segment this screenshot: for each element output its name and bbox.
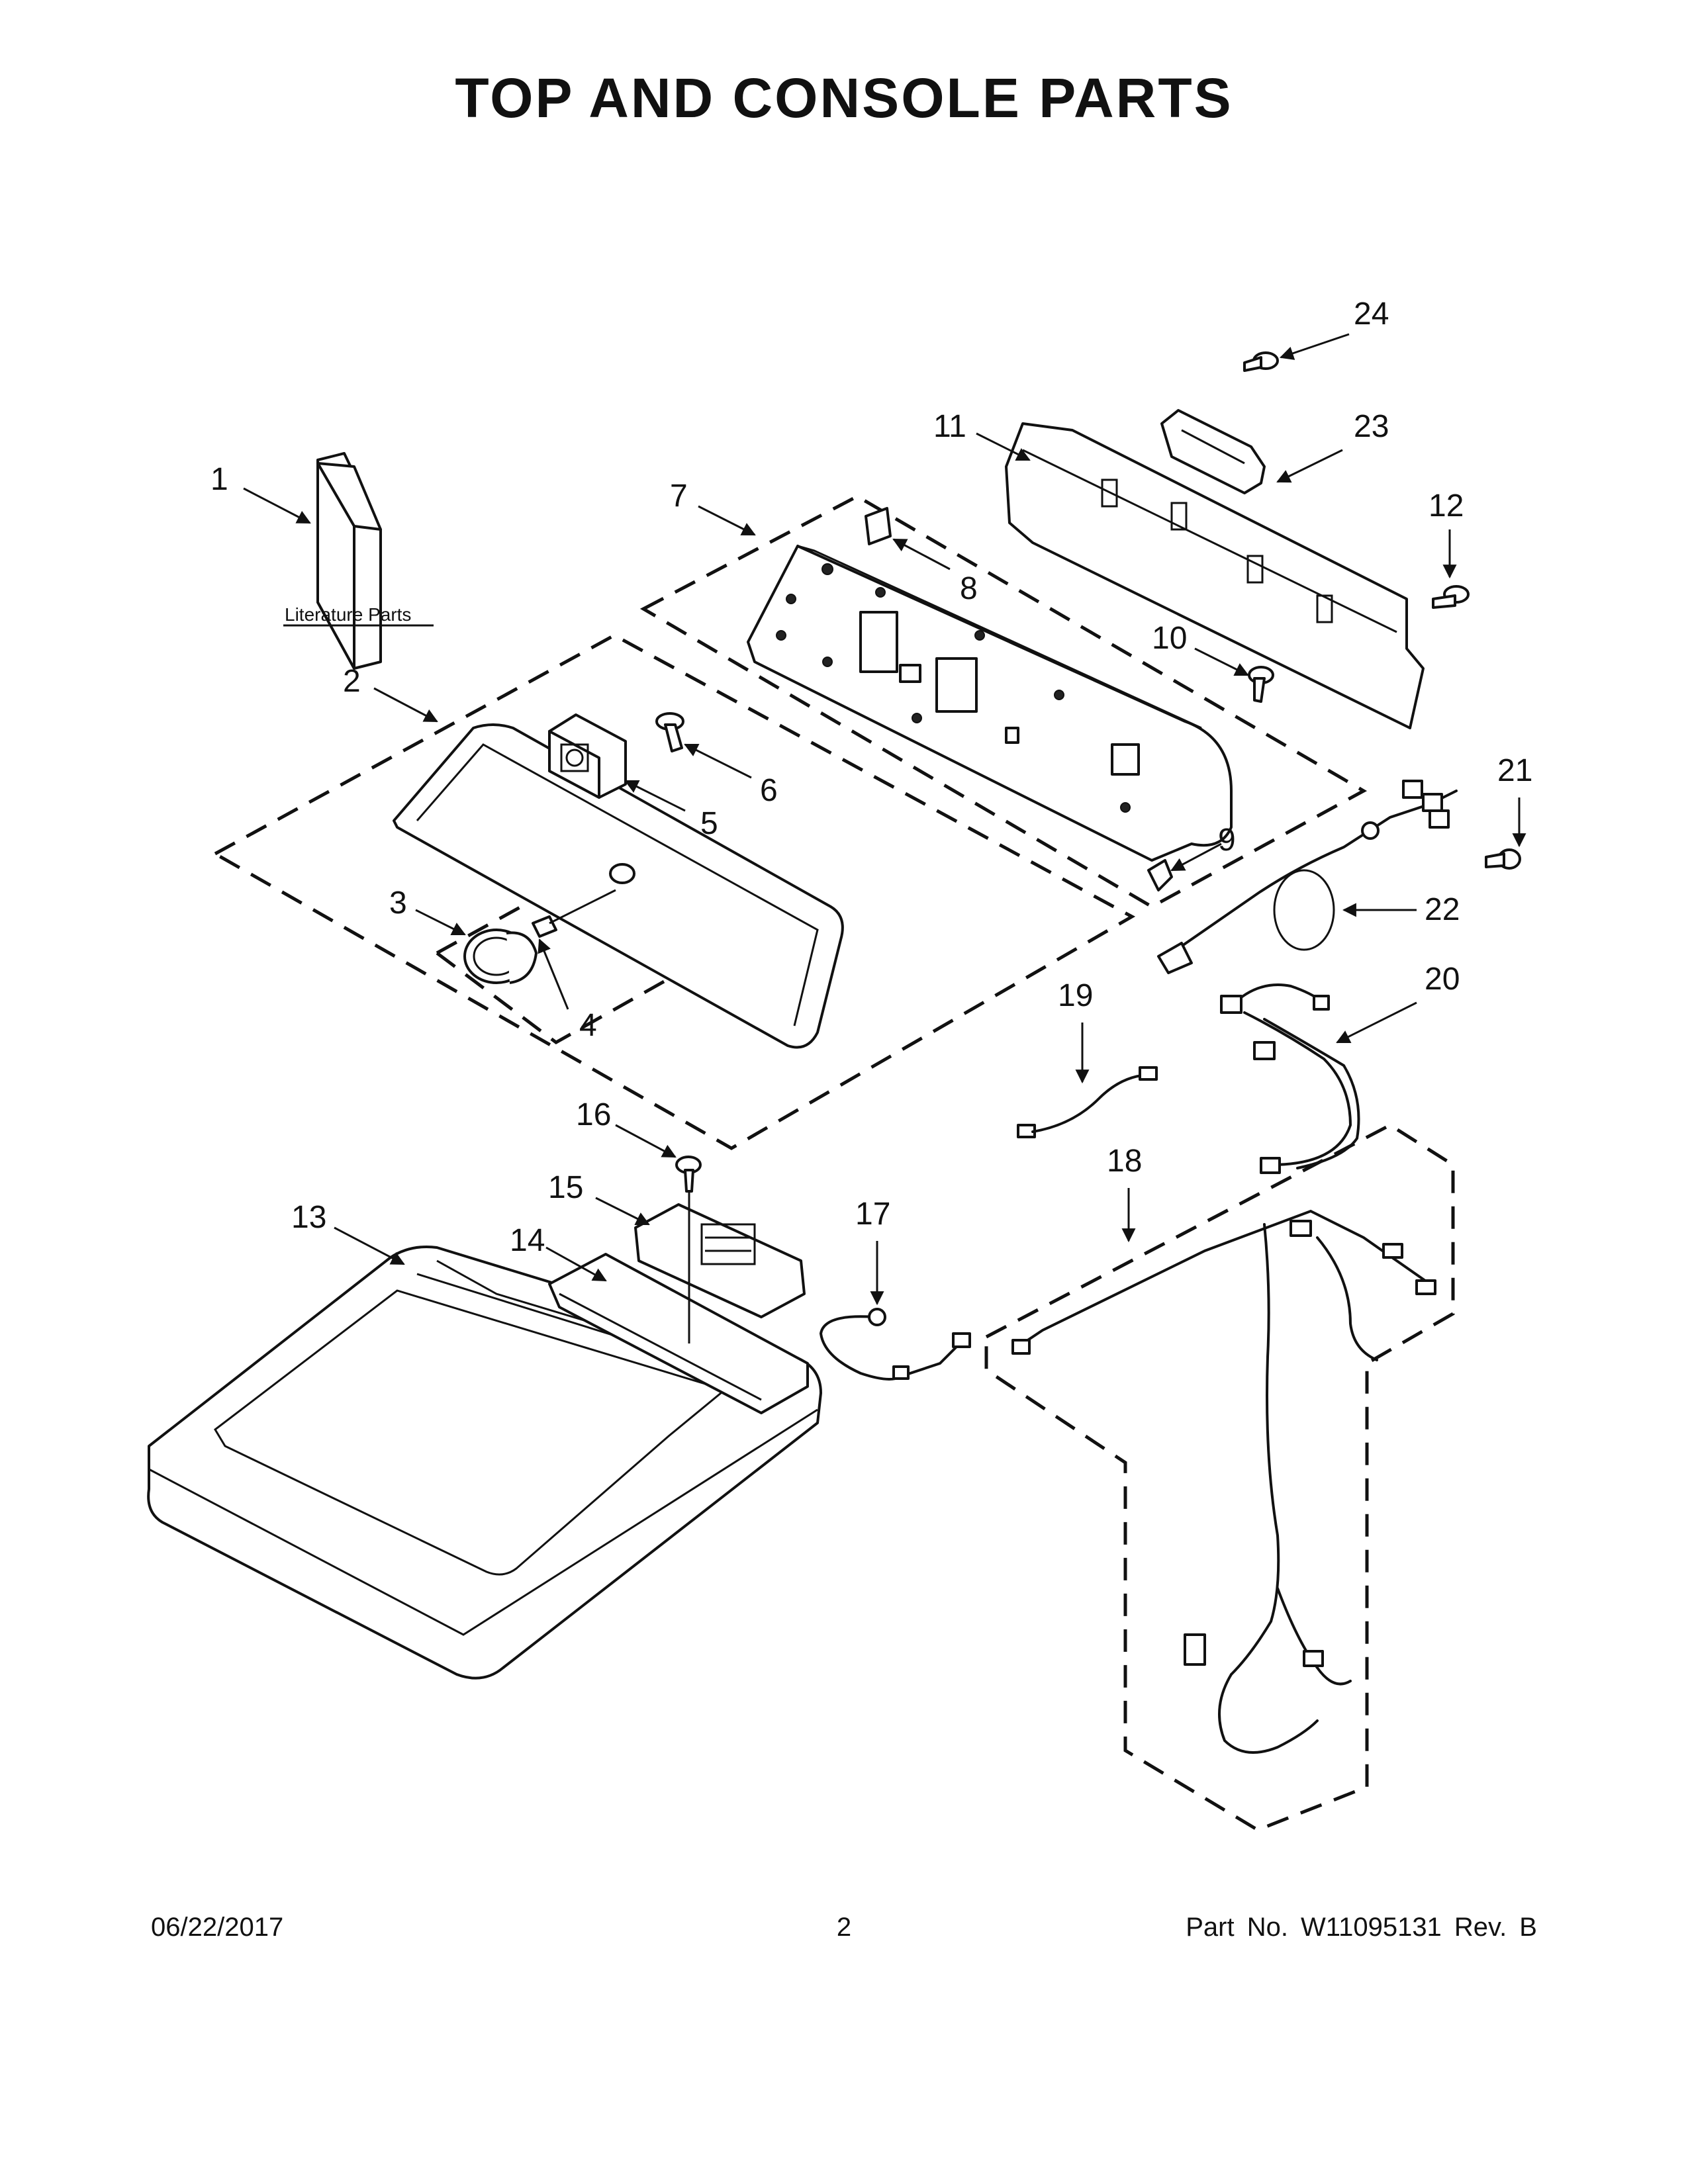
part-16-screw <box>675 1156 702 1343</box>
part-14-bracket-plate <box>548 1253 809 1414</box>
part-10-screw <box>1248 666 1274 703</box>
part-22-power-cord <box>1157 780 1458 974</box>
callout-1: 1 <box>211 462 228 497</box>
callout-23: 23 <box>1354 409 1389 444</box>
callout-8: 8 <box>960 571 978 606</box>
callout-13: 13 <box>291 1200 326 1235</box>
part-4-knob-insert <box>532 863 635 938</box>
callout-4: 4 <box>579 1008 597 1043</box>
control-panel-group-outline <box>639 494 1368 909</box>
part-18-main-harness <box>1011 1209 1436 1754</box>
callout-numbers: 1 2 3 4 5 6 7 8 9 10 11 12 13 14 15 16 1… <box>211 296 1532 1258</box>
callout-6: 6 <box>760 773 778 808</box>
callout-12: 12 <box>1429 488 1464 523</box>
callout-11: 11 <box>933 409 966 444</box>
part-20-wire-harness <box>1220 983 1360 1174</box>
console-group-outline <box>211 633 1136 1150</box>
leader-lines <box>243 333 1526 1306</box>
part-15-control-board <box>634 1203 806 1318</box>
part-11-rear-bracket <box>1005 422 1425 729</box>
callout-22: 22 <box>1425 892 1460 927</box>
part-2-console <box>393 723 844 1049</box>
callout-15: 15 <box>548 1170 583 1205</box>
callout-21: 21 <box>1497 753 1532 788</box>
part-1-literature: Literature Parts <box>283 452 434 670</box>
callout-3: 3 <box>389 886 407 921</box>
callout-19: 19 <box>1058 978 1093 1013</box>
callout-20: 20 <box>1425 962 1460 997</box>
part-24-screw <box>1243 351 1279 372</box>
page-title: TOP AND CONSOLE PARTS <box>455 67 1233 129</box>
part-21-screw <box>1485 848 1521 870</box>
callout-2: 2 <box>343 664 361 699</box>
part-13-top-cover <box>147 1246 822 1680</box>
part-12-screw <box>1432 585 1470 609</box>
callout-24: 24 <box>1354 296 1389 332</box>
literature-parts-label: Literature Parts <box>285 604 411 625</box>
part-8-bracket <box>865 507 892 545</box>
footer-part-number: Part No. W11095131 Rev. B <box>1186 1913 1537 1942</box>
callout-16: 16 <box>576 1097 611 1132</box>
callout-14: 14 <box>510 1223 545 1258</box>
part-17-sensor-harness <box>819 1308 971 1381</box>
callout-17: 17 <box>855 1197 890 1232</box>
footer-page-number: 2 <box>836 1913 852 1942</box>
part-3-knob <box>463 929 538 984</box>
part-19-wire <box>1017 1066 1158 1138</box>
part-5-switch <box>548 713 627 799</box>
callout-18: 18 <box>1107 1144 1142 1179</box>
part-7-control-panel <box>747 545 1233 862</box>
callout-10: 10 <box>1152 621 1187 656</box>
callout-9: 9 <box>1218 823 1236 858</box>
footer-date: 06/22/2017 <box>151 1913 284 1942</box>
part-23-circuit-board <box>1160 409 1266 494</box>
callout-5: 5 <box>700 806 718 841</box>
part-6-screw <box>655 712 684 752</box>
part-9-clip <box>1147 859 1173 891</box>
harness-group-outline <box>984 1123 1455 1832</box>
callout-7: 7 <box>670 478 688 514</box>
